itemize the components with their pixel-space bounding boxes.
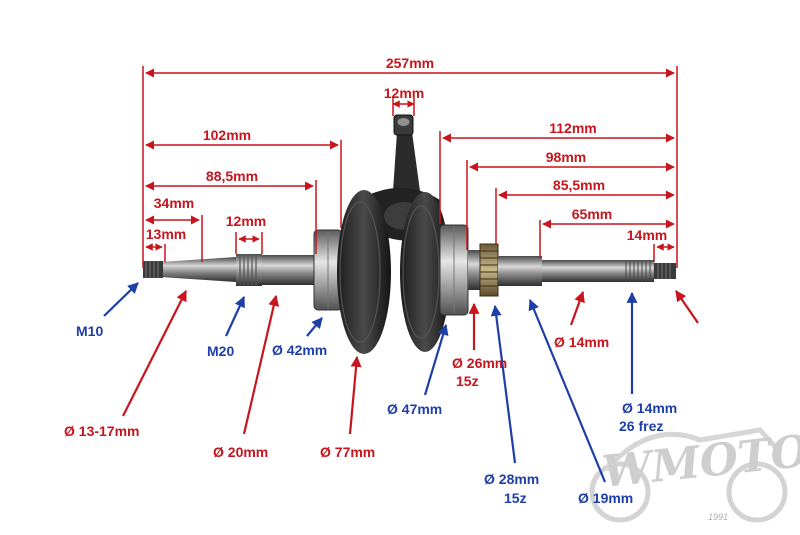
m10-thread-right (654, 263, 676, 279)
dim-thread-m20-width: 12mm (226, 213, 266, 229)
watermark-year: 1991 (708, 512, 728, 522)
label-d19: Ø 19mm (578, 490, 633, 506)
label-d47: Ø 47mm (387, 401, 442, 417)
label-d77: Ø 77mm (320, 444, 375, 460)
callout-arrows (103, 282, 699, 483)
crankshaft-illustration (143, 114, 676, 354)
dimension-labels: 257mm 12mm 102mm 112mm 88,5mm 98mm 85,5m… (146, 55, 667, 243)
label-taper: Ø 13-17mm (64, 423, 139, 439)
dim-left-34: 34mm (154, 195, 194, 211)
label-d14-spline: Ø 14mm (622, 400, 677, 416)
label-d14: Ø 14mm (554, 334, 609, 350)
dim-left-to-web: 102mm (203, 127, 251, 143)
dim-total-length: 257mm (386, 55, 434, 71)
watermark-logo: WMOTO 1991 (589, 426, 800, 523)
dimension-lines (142, 66, 678, 268)
label-d26: Ø 26mm (452, 355, 507, 371)
dim-left-13: 13mm (146, 226, 186, 242)
label-m20: M20 (207, 343, 234, 359)
label-d28-teeth: 15z (504, 490, 527, 506)
dim-right-from-bearing: 98mm (546, 149, 586, 165)
label-d20: Ø 20mm (213, 444, 268, 460)
label-m10: M10 (76, 323, 103, 339)
dim-right-from-web: 112mm (549, 120, 596, 136)
label-d42: Ø 42mm (272, 342, 327, 358)
crank-web-left (337, 190, 391, 354)
dim-right-from-gear: 85,5mm (553, 177, 605, 193)
callout-labels: M10 Ø 13-17mm M20 Ø 20mm Ø 42mm Ø 77mm Ø… (64, 323, 677, 506)
dim-right-14: 14mm (627, 227, 667, 243)
dim-left-to-bearing: 88,5mm (206, 168, 258, 184)
watermark-text: WMOTO (600, 426, 800, 498)
drive-gear (479, 243, 499, 297)
dim-right-65: 65mm (572, 206, 612, 222)
dim-rod-width: 12mm (384, 85, 424, 101)
crank-web-right (400, 192, 450, 352)
label-d26-teeth: 15z (456, 373, 479, 389)
motorcycle-logo-icon (589, 427, 788, 523)
label-d14-spline-count: 26 frez (619, 418, 663, 434)
label-d28: Ø 28mm (484, 471, 539, 487)
